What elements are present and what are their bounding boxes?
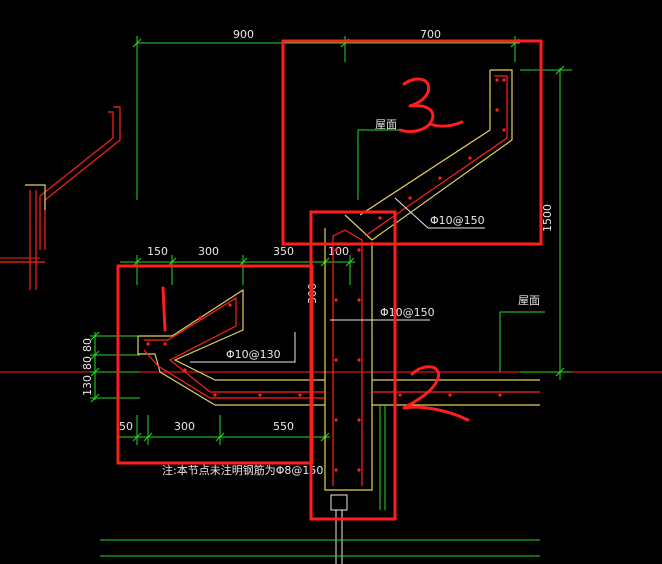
roof-marker-top <box>357 129 405 200</box>
dim-350: 350 <box>273 245 294 258</box>
markup-boxes <box>116 39 543 521</box>
rebar-lower-bottom <box>143 349 325 399</box>
dim-900: 900 <box>233 28 254 41</box>
dim-100: 100 <box>328 245 349 258</box>
lower-parapet-top <box>138 288 325 381</box>
rebar-lower-parapet <box>144 296 325 393</box>
markup-box-3[interactable] <box>281 39 543 246</box>
column-outline <box>324 228 373 491</box>
dimension-left-top <box>120 255 355 285</box>
markup-number-1 <box>161 286 167 332</box>
label-footnote: 注:本节点未注明钢筋为Φ8@150 <box>162 463 323 477</box>
label-roof-top: 屋面 <box>375 118 397 131</box>
rebar-dots <box>146 78 506 472</box>
dimension-right <box>520 65 572 380</box>
markup-box-1[interactable] <box>116 264 314 465</box>
dim-150: 150 <box>147 245 168 258</box>
label-roof-right: 屋面 <box>518 294 540 307</box>
roof-marker-right <box>499 311 545 372</box>
dim-700: 700 <box>420 28 441 41</box>
left-partial-detail <box>0 106 121 290</box>
dimension-bottom <box>118 415 330 445</box>
dim-130: 130 <box>81 375 94 396</box>
dim-1500: 1500 <box>541 204 554 232</box>
rebar-column-right <box>332 229 363 486</box>
lower-parapet-bottom <box>137 336 325 406</box>
leader-lines <box>190 197 485 363</box>
dim-80-b: 80 <box>81 356 94 370</box>
concrete-outline <box>137 69 540 491</box>
dim-300-bottom: 300 <box>174 420 195 433</box>
dim-550: 550 <box>273 420 294 433</box>
dim-50: 50 <box>119 420 133 433</box>
markup-number-2 <box>402 365 470 422</box>
upper-parapet <box>344 69 513 241</box>
markup-number-3 <box>398 77 464 134</box>
dim-300: 300 <box>198 245 219 258</box>
ground-lines <box>100 405 540 557</box>
dim-80-a: 80 <box>81 338 94 352</box>
column-base <box>330 494 348 564</box>
upper-parapet-inner <box>359 70 491 216</box>
label-rebar-mid: Φ10@150 <box>380 306 435 319</box>
label-rebar-left: Φ10@130 <box>226 348 281 361</box>
markup-box-2[interactable] <box>309 210 397 521</box>
label-rebar-top: Φ10@150 <box>430 214 485 227</box>
rebar-lines <box>143 75 540 486</box>
dimension-left-vertical <box>90 331 140 403</box>
rebar-upper <box>364 75 508 237</box>
